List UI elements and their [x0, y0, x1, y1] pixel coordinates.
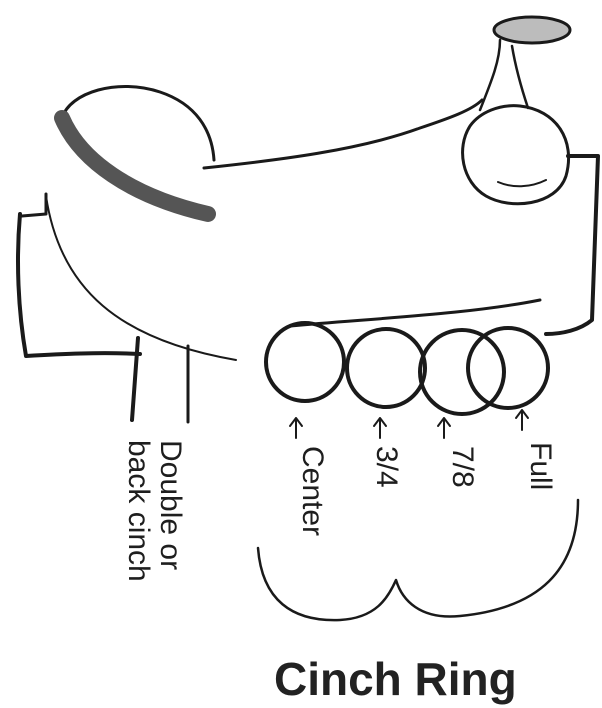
saddle-skirt-front	[546, 156, 598, 334]
arrow-7-8	[438, 418, 450, 438]
arrow-3-4	[374, 418, 386, 438]
saddle-bar	[290, 300, 540, 326]
saddle-skirt-top	[22, 194, 46, 216]
saddle-horn-cap	[494, 17, 570, 43]
saddle-skirt-back	[18, 214, 140, 356]
ring-label-7-8: 7/8	[446, 446, 478, 488]
cinch-ring-full	[468, 328, 548, 408]
back-cinch-strap-left	[132, 338, 138, 420]
saddle-horn-neck	[480, 40, 528, 110]
diagram-title: Cinch Ring	[274, 652, 534, 706]
back-cinch-label-line1: Double or	[154, 440, 186, 582]
cinch-ring-3-4	[347, 329, 425, 407]
saddle-seat	[204, 100, 482, 168]
cinch-ring-7-8	[420, 330, 504, 414]
saddle-swell	[463, 106, 569, 204]
saddle-swell-crease	[498, 180, 546, 186]
ring-label-full: Full	[524, 442, 556, 490]
arrow-center	[290, 418, 302, 438]
ring-label-center: Center	[296, 446, 328, 536]
back-cinch-label-line2: back cinch	[122, 440, 154, 582]
back-cinch-label: Double or back cinch	[122, 440, 186, 582]
ring-label-3-4: 3/4	[370, 446, 402, 488]
arrow-full	[516, 410, 528, 430]
saddle-cantle-binding	[62, 118, 208, 214]
cinch-ring-center	[266, 323, 344, 401]
